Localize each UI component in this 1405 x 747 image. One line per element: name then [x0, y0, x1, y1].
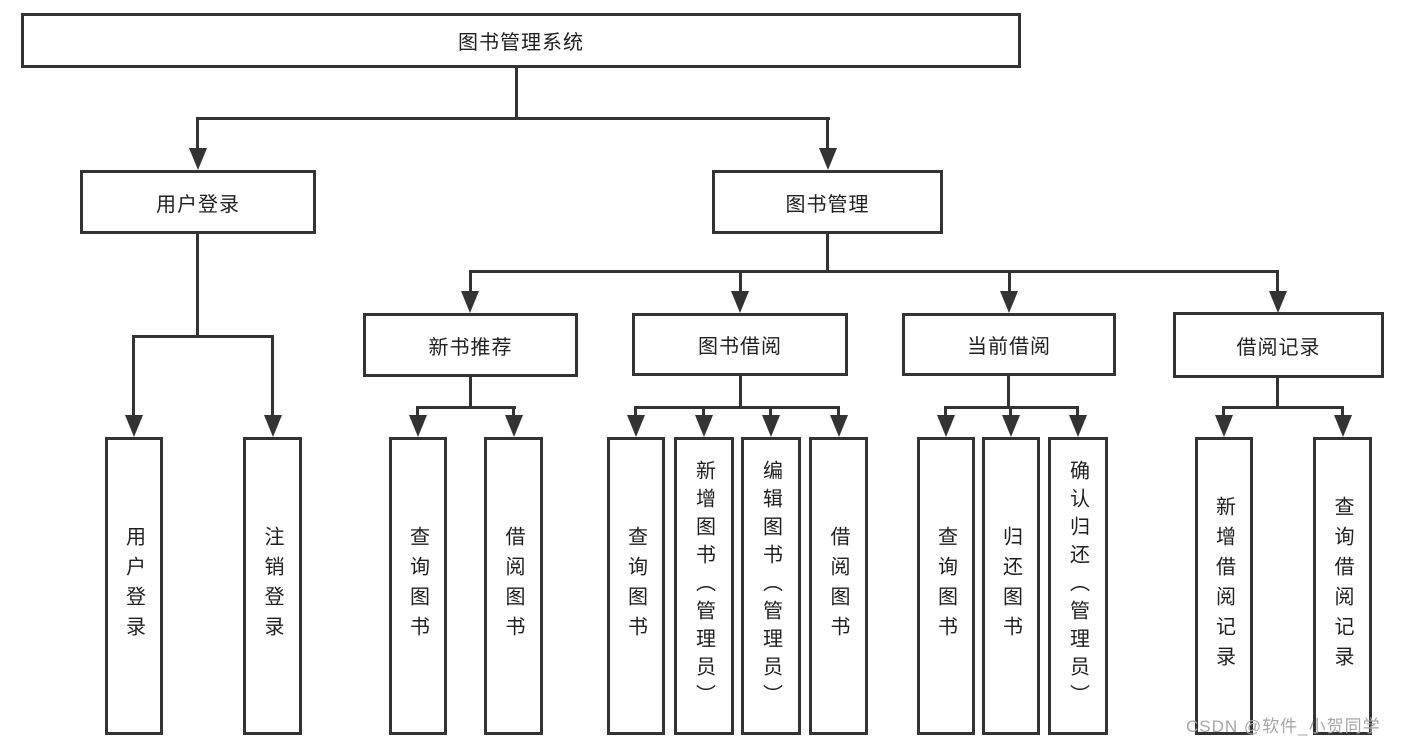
node-book-borrow-label: 图书借阅: [698, 336, 782, 358]
connector-line: [634, 406, 637, 417]
connector-line: [1008, 270, 1011, 293]
node-user-login: 用户登录: [80, 170, 316, 234]
connector-line: [1341, 406, 1344, 417]
connector-line: [515, 68, 518, 118]
leaf-query-books-borrow: 查询图书: [607, 437, 665, 735]
node-book-borrow: 图书借阅: [632, 313, 848, 376]
leaf-confirm-return-admin: 确认归还（管理员）: [1048, 437, 1108, 735]
connector-line: [132, 335, 274, 338]
leaf-add-book-admin: 新增图书（管理员）: [674, 437, 734, 735]
connector-line: [196, 234, 199, 337]
arrow-down-icon: [264, 415, 282, 437]
node-root-label: 图书管理系统: [458, 32, 584, 54]
node-root: 图书管理系统: [21, 13, 1021, 68]
node-user-login-label: 用户登录: [156, 193, 240, 216]
leaf-add-book-admin-label: 新增图书（管理员）: [692, 460, 715, 712]
leaf-query-books-borrow-label: 查询图书: [624, 526, 647, 646]
leaf-logout: 注销登录: [243, 437, 302, 735]
arrow-down-icon: [937, 415, 955, 437]
leaf-edit-book-admin: 编辑图书（管理员）: [741, 437, 801, 735]
connector-line: [837, 406, 840, 417]
leaf-query-books-current-label: 查询图书: [934, 526, 957, 646]
connector-line: [512, 406, 515, 417]
leaf-add-borrow-record: 新增借阅记录: [1195, 437, 1253, 735]
arrow-down-icon: [189, 148, 207, 170]
leaf-user-login: 用户登录: [105, 437, 163, 735]
leaf-borrow-books-recommend: 借阅图书: [484, 437, 543, 735]
connector-line: [132, 335, 135, 417]
connector-line: [416, 406, 419, 417]
connector-line: [944, 406, 947, 417]
connector-line: [417, 406, 516, 409]
node-current-borrow-label: 当前借阅: [967, 336, 1051, 358]
arrow-down-icon: [125, 415, 143, 437]
connector-line: [1009, 406, 1012, 417]
arrow-down-icon: [1002, 415, 1020, 437]
connector-line: [739, 270, 742, 293]
arrow-down-icon: [1069, 415, 1087, 437]
leaf-borrow-books-label: 借阅图书: [827, 526, 849, 646]
connector-line: [945, 406, 1079, 409]
connector-line: [769, 406, 772, 417]
arrow-down-icon: [731, 291, 749, 313]
connector-line: [1276, 270, 1279, 293]
leaf-query-books-recommend: 查询图书: [389, 437, 447, 735]
arrow-down-icon: [461, 291, 479, 313]
leaf-query-books-recommend-label: 查询图书: [406, 526, 429, 646]
leaf-confirm-return-admin-label: 确认归还（管理员）: [1066, 460, 1089, 712]
connector-line: [826, 234, 829, 273]
node-book-management-label: 图书管理: [785, 193, 870, 216]
arrow-down-icon: [1269, 291, 1287, 313]
arrow-down-icon: [762, 415, 780, 437]
connector-line: [1276, 378, 1279, 408]
arrow-down-icon: [1000, 291, 1018, 313]
connector-line: [196, 117, 830, 120]
node-current-borrow: 当前借阅: [902, 313, 1116, 376]
arrow-down-icon: [830, 415, 848, 437]
connector-line: [271, 335, 274, 417]
arrow-down-icon: [505, 415, 523, 437]
connector-line: [739, 376, 742, 408]
connector-line: [1223, 406, 1344, 409]
leaf-add-borrow-record-label: 新增借阅记录: [1212, 496, 1235, 676]
leaf-return-book: 归还图书: [982, 437, 1040, 735]
connector-line: [826, 117, 829, 151]
arrow-down-icon: [409, 415, 427, 437]
node-book-management: 图书管理: [712, 170, 943, 234]
arrow-down-icon: [695, 415, 713, 437]
arrow-down-icon: [1334, 415, 1352, 437]
connector-line: [469, 270, 1279, 273]
connector-line: [1222, 406, 1225, 417]
connector-line: [469, 270, 472, 293]
connector-line: [1007, 376, 1010, 408]
leaf-user-login-label: 用户登录: [122, 526, 145, 646]
arrow-down-icon: [627, 415, 645, 437]
node-borrow-records-label: 借阅记录: [1236, 336, 1321, 359]
leaf-query-borrow-record: 查询借阅记录: [1313, 437, 1372, 735]
node-new-book-recommend-label: 新书推荐: [428, 336, 513, 359]
connector-line: [635, 406, 840, 409]
leaf-borrow-books-recommend-label: 借阅图书: [502, 526, 524, 646]
leaf-edit-book-admin-label: 编辑图书（管理员）: [759, 460, 782, 712]
node-borrow-records: 借阅记录: [1173, 312, 1384, 378]
arrow-down-icon: [1215, 415, 1233, 437]
leaf-return-book-label: 归还图书: [999, 526, 1022, 646]
leaf-borrow-books: 借阅图书: [809, 437, 868, 735]
leaf-query-books-current: 查询图书: [917, 437, 975, 735]
arrow-down-icon: [819, 148, 837, 170]
csdn-watermark: CSDN @软件_小贺同学: [1186, 717, 1381, 736]
node-new-book-recommend: 新书推荐: [363, 313, 578, 377]
connector-line: [1076, 406, 1079, 417]
connector-line: [469, 377, 472, 408]
connector-line: [702, 406, 705, 417]
leaf-logout-label: 注销登录: [261, 526, 283, 646]
connector-line: [196, 117, 199, 151]
leaf-query-borrow-record-label: 查询借阅记录: [1331, 496, 1353, 676]
